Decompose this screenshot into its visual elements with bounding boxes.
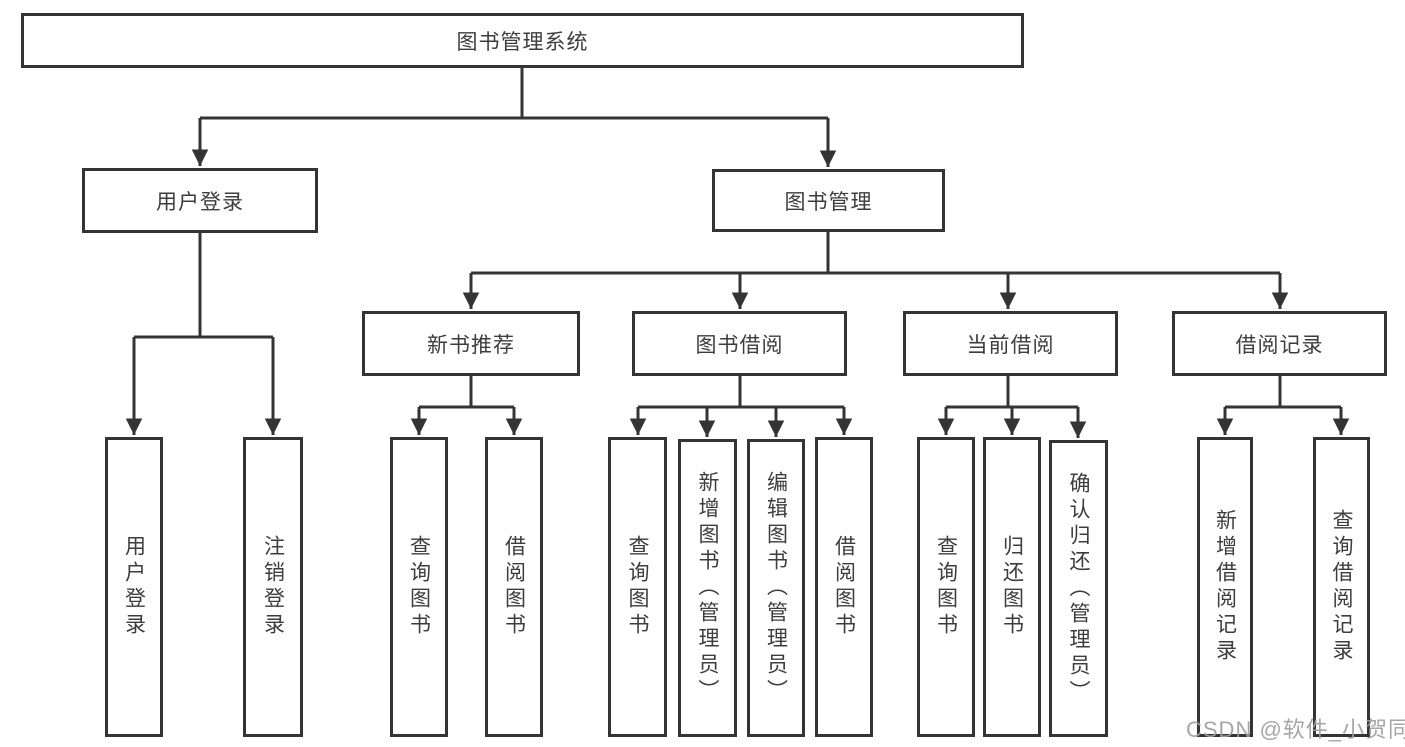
node-label: 借阅图书 (502, 535, 526, 639)
leaf-nb-borrow-books: 借阅图书 (485, 437, 543, 737)
node-label: 查询图书 (934, 535, 958, 639)
node-system-root: 图书管理系统 (21, 13, 1024, 68)
leaf-bb-borrow-books: 借阅图书 (815, 437, 873, 737)
leaf-cb-confirm-return-admin: 确认归还（管理员） (1049, 440, 1108, 737)
leaf-br-query-record: 查询借阅记录 (1313, 437, 1370, 737)
node-label: 用户登录 (122, 535, 146, 639)
leaf-bb-add-books-admin: 新增图书（管理员） (678, 439, 737, 737)
leaf-bb-edit-books-admin: 编辑图书（管理员） (747, 439, 805, 737)
leaf-cb-query-books: 查询图书 (917, 437, 975, 737)
leaf-cb-return-books: 归还图书 (983, 437, 1041, 737)
node-label: 图书借阅 (695, 333, 784, 357)
node-label: 查询图书 (626, 535, 650, 639)
node-label: 新书推荐 (427, 333, 515, 357)
node-label: 图书管理 (784, 190, 873, 214)
leaf-user-login: 用户登录 (105, 437, 163, 737)
node-label: 用户登录 (156, 190, 244, 214)
node-current-borrow: 当前借阅 (903, 311, 1118, 376)
leaf-logout: 注销登录 (243, 437, 303, 737)
node-label: 确认归还（管理员） (1067, 471, 1091, 706)
leaf-bb-query-books: 查询图书 (608, 437, 667, 737)
node-borrow-records: 借阅记录 (1172, 311, 1387, 376)
node-label: 借阅图书 (832, 535, 856, 639)
node-book-management: 图书管理 (712, 169, 945, 232)
node-book-borrow: 图书借阅 (632, 311, 847, 376)
leaf-nb-query-books: 查询图书 (390, 437, 448, 737)
node-label: 新增图书（管理员） (696, 471, 720, 705)
node-user-login: 用户登录 (82, 168, 318, 233)
node-label: 当前借阅 (966, 333, 1055, 357)
node-label: 编辑图书（管理员） (764, 471, 788, 705)
node-label: 新增借阅记录 (1213, 509, 1237, 665)
node-label: 查询图书 (407, 535, 431, 639)
node-label: 图书管理系统 (456, 30, 589, 54)
csdn-watermark: CSDN @软件_小贺同学 (1186, 717, 1405, 742)
node-label: 查询借阅记录 (1330, 509, 1354, 665)
node-new-book-recommend: 新书推荐 (362, 311, 580, 376)
node-label: 归还图书 (1000, 535, 1024, 639)
leaf-br-add-record: 新增借阅记录 (1197, 437, 1253, 737)
node-label: 注销登录 (261, 535, 285, 639)
node-label: 借阅记录 (1235, 333, 1324, 357)
